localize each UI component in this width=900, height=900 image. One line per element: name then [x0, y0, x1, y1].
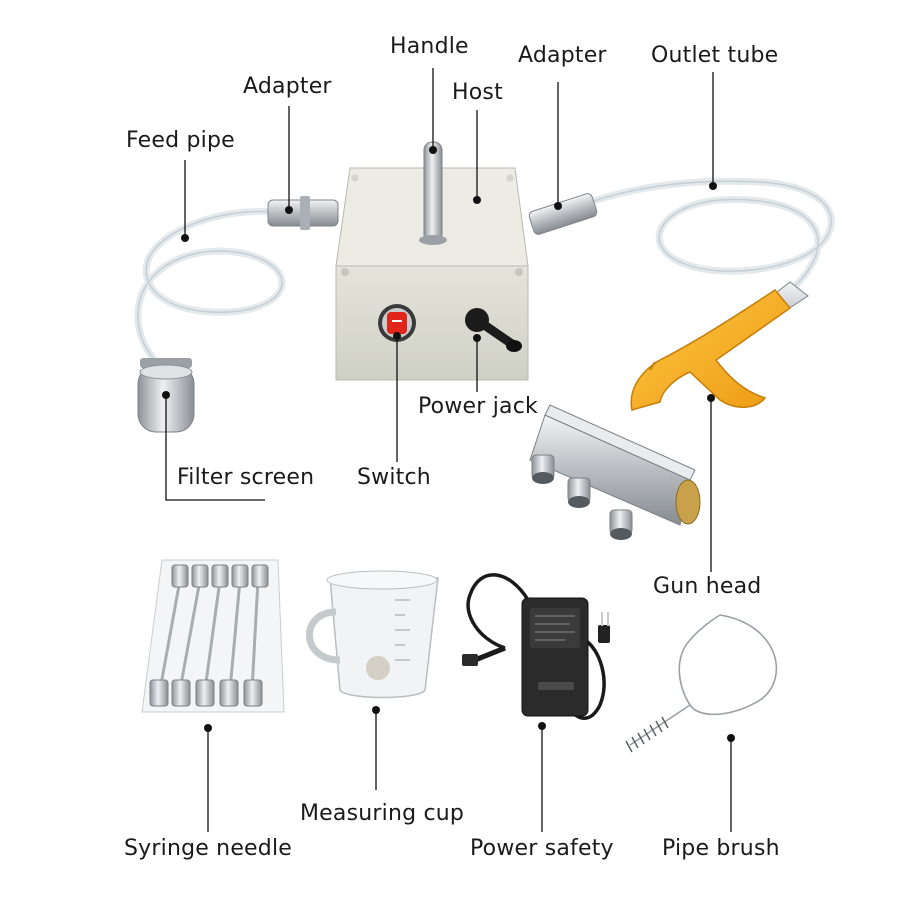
measuring-cup-part: [306, 570, 439, 699]
label-outlet-tube: Outlet tube: [651, 43, 779, 68]
label-power-jack: Power jack: [418, 394, 538, 419]
label-power-safety: Power safety: [470, 836, 614, 861]
label-adapter-left: Adapter: [243, 74, 332, 99]
label-syringe-needle: Syringe needle: [124, 836, 293, 861]
power-jack-part: [465, 308, 522, 352]
syringe-needle-part: [141, 559, 285, 713]
label-pipe-brush: Pipe brush: [662, 836, 780, 861]
label-filter-screen: Filter screen: [177, 465, 315, 490]
label-host: Host: [452, 80, 503, 105]
pipe-brush-part: [625, 614, 778, 753]
switch-part: [378, 304, 416, 342]
label-switch: Switch: [357, 465, 431, 490]
outlet-tube: [556, 177, 835, 304]
feed-pipe: [134, 208, 286, 376]
right-adapter-part: [528, 193, 598, 235]
label-handle: Handle: [390, 34, 469, 59]
gun-head-part: [529, 281, 809, 540]
label-feed-pipe: Feed pipe: [126, 128, 235, 153]
power-adapter-part: [462, 573, 610, 720]
label-gun-head: Gun head: [653, 574, 762, 599]
left-adapter-part: [267, 196, 339, 230]
label-measuring-cup: Measuring cup: [300, 801, 465, 826]
leader-dots: [162, 146, 735, 742]
label-adapter-right: Adapter: [518, 43, 607, 68]
leader-lines: [165, 68, 732, 832]
